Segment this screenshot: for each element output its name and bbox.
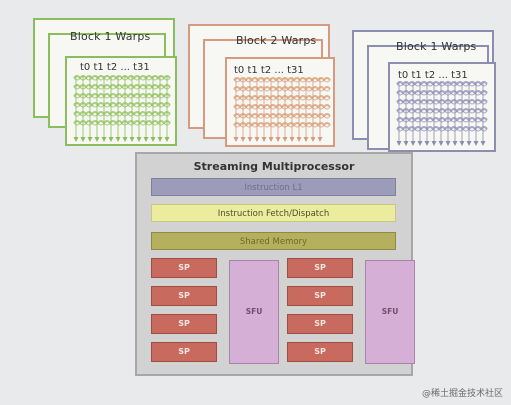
block2-thread-labels: t0 t1 t2 ... t31 [234, 65, 304, 76]
streaming-multiprocessor: Streaming Multiprocessor Instruction L1 … [135, 152, 415, 376]
watermark: @稀土掘金技术社区 [421, 389, 503, 399]
thread-arrowhead [87, 137, 93, 142]
thread-arrowhead [438, 141, 444, 146]
block1-thread-labels: t0 t1 t2 ... t31 [80, 62, 150, 73]
instruction-fetch-dispatch-bar: Instruction Fetch/Dispatch [151, 204, 396, 222]
thread-arrowhead [240, 137, 246, 142]
warp-coil [396, 99, 488, 104]
thread-arrowhead [164, 137, 170, 142]
thread-arrowhead [275, 137, 281, 142]
thread-arrowhead [431, 141, 437, 146]
sfu-unit: SFU [365, 260, 415, 364]
thread-arrowhead [143, 137, 149, 142]
thread-arrowhead [136, 137, 142, 142]
warp-coil [396, 101, 488, 105]
thread-arrowhead [129, 137, 135, 142]
warp-coil [396, 92, 488, 96]
thread-arrowhead [310, 137, 316, 142]
sp-unit: SP [287, 258, 353, 278]
sp-unit: SP [151, 342, 217, 362]
thread-arrowhead [157, 137, 163, 142]
warp-coil [396, 83, 488, 87]
thread-arrowhead [452, 141, 458, 146]
thread-arrowhead [410, 141, 416, 146]
thread-arrowhead [396, 141, 402, 146]
thread-arrowhead [247, 137, 253, 142]
thread-arrowhead [466, 141, 472, 146]
warp-coil [396, 110, 488, 114]
sm-title: Streaming Multiprocessor [193, 160, 355, 173]
sfu-unit: SFU [229, 260, 279, 364]
warp-coil [396, 126, 488, 131]
thread-arrowhead [303, 137, 309, 142]
thread-arrowhead [261, 137, 267, 142]
instruction-cache-bar: Instruction L1 [151, 178, 396, 196]
thread-arrowhead [233, 137, 239, 142]
thread-arrowhead [122, 137, 128, 142]
warp-coil [396, 108, 488, 113]
thread-arrowhead [480, 141, 486, 146]
thread-arrowhead [94, 137, 100, 142]
block1-front-card [65, 56, 177, 146]
warp-coil [396, 90, 488, 95]
sp-unit: SP [287, 314, 353, 334]
thread-arrowhead [268, 137, 274, 142]
thread-arrowhead [473, 141, 479, 146]
thread-arrowhead [254, 137, 260, 142]
block2-warp-threads [233, 77, 331, 142]
thread-arrowhead [424, 141, 430, 146]
thread-arrowhead [403, 141, 409, 146]
thread-arrowhead [80, 137, 86, 142]
thread-arrowhead [282, 137, 288, 142]
sp-unit: SP [151, 314, 217, 334]
sp-unit: SP [287, 286, 353, 306]
thread-arrowhead [108, 137, 114, 142]
block1-warp-threads [73, 75, 171, 142]
block3-warp-threads [396, 81, 488, 146]
warp-coil [396, 128, 488, 132]
thread-arrowhead [459, 141, 465, 146]
shared-memory-bar: Shared Memory [151, 232, 396, 250]
thread-arrowhead [115, 137, 121, 142]
block3-title: Block 1 Warps [396, 40, 477, 53]
thread-arrowhead [445, 141, 451, 146]
block1-title: Block 1 Warps [70, 30, 151, 43]
sp-unit: SP [151, 258, 217, 278]
thread-arrowhead [296, 137, 302, 142]
thread-arrowhead [73, 137, 79, 142]
warp-coil [396, 119, 488, 123]
thread-arrowhead [417, 141, 423, 146]
block3-thread-labels: t0 t1 t2 ... t31 [398, 70, 468, 81]
sp-unit: SP [151, 286, 217, 306]
thread-arrowhead [289, 137, 295, 142]
block2-title: Block 2 Warps [236, 34, 317, 47]
warp-coil [396, 117, 488, 122]
thread-arrowhead [150, 137, 156, 142]
warp-coil [396, 81, 488, 86]
sp-unit: SP [287, 342, 353, 362]
thread-arrowhead [317, 137, 323, 142]
thread-arrowhead [101, 137, 107, 142]
